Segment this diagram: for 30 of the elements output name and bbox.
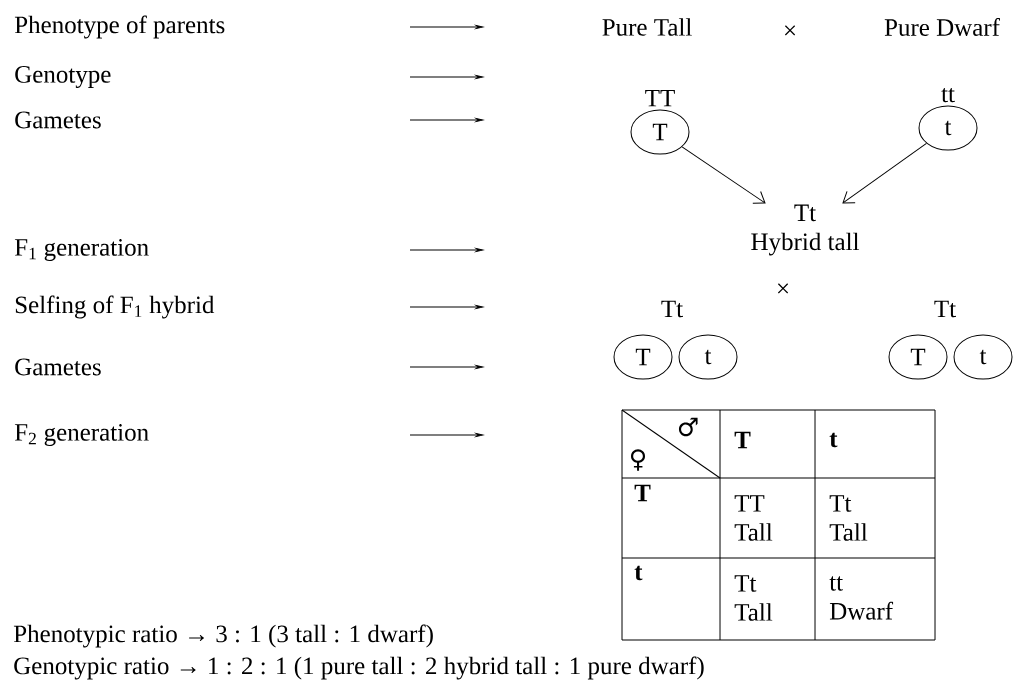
row-label: Genotype: [15, 66, 111, 88]
table-cell: Tt Tall: [829, 495, 868, 541]
row-label: F$_{2}$ generation: [14, 424, 149, 446]
cross-sign: ×: [784, 25, 796, 36]
row-label: Selfing of F$_{1}$ hybrid: [15, 295, 215, 319]
table-header: T: [734, 431, 751, 449]
arrow: [681, 146, 766, 204]
genotype-label: TT: [645, 89, 675, 107]
genotype-label: Tt: [934, 300, 956, 318]
female-symbol: ♀: [631, 449, 645, 471]
row-label: Gametes: [15, 358, 101, 376]
table-header: T: [634, 484, 651, 502]
cross-sign: ×: [777, 283, 789, 294]
table-cell: tt Dwarf: [829, 576, 894, 620]
ratio-text: Phenotypic ratio → 3 : 1 (3 tall : 1 dwarf): [13, 624, 433, 648]
table-cell: Tt Tall: [734, 575, 773, 621]
genotype-label: Tt: [661, 300, 683, 318]
arrow: [842, 142, 927, 204]
phenotype-label: Pure Dwarf: [884, 18, 1000, 36]
row-label: Phenotype of parents: [14, 15, 225, 39]
phenotype-label: Pure Tall: [602, 18, 692, 36]
table-header: t: [634, 565, 643, 581]
table-cell: TT Tall: [734, 495, 773, 541]
table-header: t: [829, 432, 838, 448]
ratio-text: Genotypic ratio → 1 : 2 : 1 (1 pure tall : 2 hybrid tall : 1 pure dwarf): [14, 656, 704, 680]
row-label: Gametes: [15, 111, 101, 129]
male-symbol: ♂: [678, 417, 698, 437]
row-label: F$_{1}$ generation: [14, 239, 149, 261]
genotype-label: tt: [941, 88, 955, 103]
offspring-label: Tt Hybrid tall: [751, 204, 860, 256]
